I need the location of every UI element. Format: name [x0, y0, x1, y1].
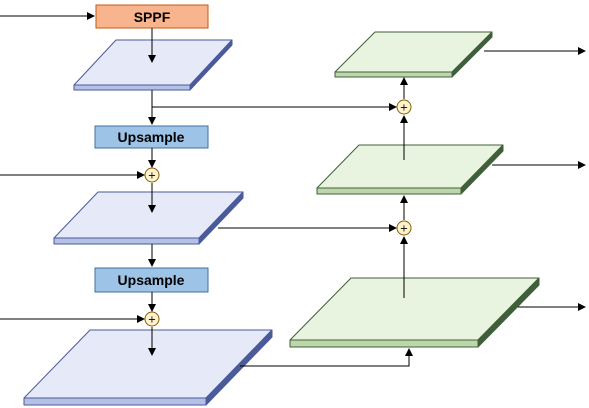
- plate-side-face: [205, 329, 273, 406]
- sppf-label: SPPF: [134, 9, 171, 25]
- add-node-2: +: [144, 311, 160, 327]
- feature-plate-bottom-up-2: [316, 144, 504, 195]
- plate-front-face: [53, 237, 200, 245]
- plate-front-face: [289, 339, 479, 348]
- add-node-circle: [396, 99, 412, 115]
- plate-side-face: [460, 144, 504, 195]
- add-node-symbol: +: [148, 171, 156, 182]
- add-node-symbol: +: [148, 315, 156, 326]
- plate-front-face: [73, 84, 191, 91]
- feature-plate-top-down-2: [53, 191, 244, 245]
- add-node-symbol: +: [400, 224, 408, 235]
- plate-top-face: [289, 277, 540, 341]
- plate-front-face: [23, 397, 207, 406]
- plate-front-face: [334, 71, 453, 78]
- add-node-4: +: [396, 99, 412, 115]
- upsample-box: [94, 267, 209, 293]
- plate-side-face: [198, 191, 244, 245]
- upsample-block-1: Upsample: [94, 125, 209, 149]
- feature-plate-bottom-up-1: [334, 31, 493, 78]
- plate-side-face: [451, 31, 493, 78]
- plate-top-face: [23, 329, 273, 399]
- feature-plate-top-down-3: [23, 329, 273, 406]
- upsample-block-2: Upsample: [94, 267, 209, 293]
- plate-side-face: [477, 277, 540, 348]
- add-node-circle: [144, 167, 160, 183]
- feature-plate-bottom-up-3: [289, 277, 540, 348]
- add-node-symbol: +: [400, 103, 408, 114]
- plate-top-face: [53, 191, 244, 239]
- plate-top-face: [316, 144, 504, 189]
- add-node-circle: [144, 311, 160, 327]
- feature-plate-top-down-1: [73, 39, 233, 91]
- plate-top-face: [334, 31, 493, 73]
- add-node-1: +: [144, 167, 160, 183]
- add-node-circle: [396, 220, 412, 236]
- plate-side-face: [189, 39, 233, 91]
- upsample-label: Upsample: [118, 272, 185, 288]
- connectors: [0, 12, 586, 367]
- upsample-label: Upsample: [118, 129, 185, 145]
- plate-top-face: [73, 39, 233, 86]
- plate3-to-green-bottom-line: [240, 348, 413, 367]
- plate-front-face: [316, 187, 462, 195]
- add-node-3: +: [396, 220, 412, 236]
- sppf-block: SPPF: [95, 4, 209, 29]
